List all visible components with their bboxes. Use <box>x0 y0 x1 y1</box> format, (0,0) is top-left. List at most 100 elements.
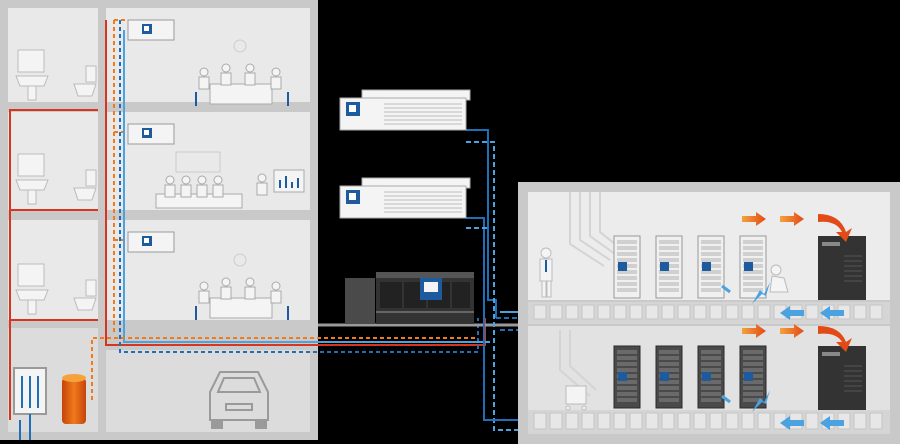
floor-tile <box>725 304 739 320</box>
hot-pipe-left-riser <box>9 109 98 420</box>
rack-slot <box>659 350 679 354</box>
floor-tile <box>629 304 643 320</box>
rack-slot <box>617 240 637 244</box>
car-icon <box>209 371 269 429</box>
rack-logo-icon <box>702 262 711 271</box>
floor-tile <box>677 304 691 320</box>
person-d-body <box>270 290 282 304</box>
cool-air-arrow <box>780 306 804 320</box>
garage <box>106 350 310 432</box>
server-rack-5 <box>613 345 641 409</box>
rack-slot <box>659 252 679 256</box>
rack-slot <box>701 362 721 366</box>
floor-tile <box>869 304 883 320</box>
floor-tile <box>533 304 547 320</box>
floor-tile <box>741 412 755 430</box>
floor-tile <box>597 304 611 320</box>
floor-tile <box>661 412 675 430</box>
floor-tile <box>741 304 755 320</box>
bathroom-set-3 <box>15 263 97 315</box>
server-rack-4 <box>739 235 767 299</box>
rack-slot <box>743 380 763 384</box>
person-b-head <box>221 277 231 287</box>
rack-slot <box>617 252 637 256</box>
rack-slot <box>617 356 637 360</box>
rack-slot <box>701 246 721 250</box>
hot-air-return-arrow <box>818 214 852 242</box>
modular-chiller <box>345 272 474 324</box>
cool-air-arrow <box>820 416 844 430</box>
toilet-tank-icon <box>85 65 97 83</box>
wall-clock-icon <box>233 253 247 267</box>
rack-slot <box>659 288 679 292</box>
mirror-icon <box>17 153 45 177</box>
technician-icon <box>539 247 553 298</box>
rack-slot <box>701 392 721 396</box>
audience-1-head <box>181 175 191 185</box>
floor-tile <box>645 304 659 320</box>
rack-slot <box>701 368 721 372</box>
hot-air-arrow <box>780 212 804 226</box>
floor-tile <box>629 412 643 430</box>
sink-stand <box>27 85 37 101</box>
cold-line-outdoor-bottom <box>466 217 520 421</box>
rack-slot <box>659 240 679 244</box>
rack-logo-icon <box>744 262 753 271</box>
unit-casing <box>339 185 467 219</box>
indoor-wall-unit-3 <box>127 231 175 253</box>
chair-legs <box>195 92 289 106</box>
rack-slot <box>659 362 679 366</box>
rack-slot <box>743 350 763 354</box>
rack-slot <box>743 246 763 250</box>
bathroom-set-2 <box>15 153 97 205</box>
floor-tile <box>693 304 707 320</box>
cool-air-up-arrow <box>752 390 770 412</box>
sink-icon <box>15 179 49 191</box>
rack-logo-icon <box>660 372 669 381</box>
rack-slot <box>701 270 721 274</box>
wall-clock-icon <box>233 39 247 53</box>
outdoor-unit-2 <box>339 177 471 219</box>
audience-2-body <box>196 184 208 198</box>
rack-slot <box>617 270 637 274</box>
rack-slot <box>617 362 637 366</box>
rack-slot <box>659 276 679 280</box>
audience-1-body <box>180 184 192 198</box>
rack-slot <box>701 252 721 256</box>
floor-tile <box>805 304 819 320</box>
hot-pipe-utility <box>19 414 31 440</box>
office-building <box>0 0 318 440</box>
server-rack-6 <box>655 345 683 409</box>
crac-body <box>818 236 866 300</box>
rack-slot <box>659 282 679 286</box>
meeting-scene-1 <box>195 39 289 106</box>
rack-slot <box>701 350 721 354</box>
rack-slot <box>617 380 637 384</box>
rack-logo-icon <box>618 372 627 381</box>
floor-tile <box>597 412 611 430</box>
rack-logo-icon <box>618 262 627 271</box>
cold-pipe-riser <box>119 20 479 353</box>
mirror-icon <box>17 49 45 73</box>
rack-slot <box>659 356 679 360</box>
bathroom-set-1 <box>15 49 97 101</box>
kneeling-technician-icon <box>769 264 789 293</box>
rack-slot <box>659 392 679 396</box>
rack-slot <box>701 240 721 244</box>
person-d-head <box>271 281 281 291</box>
sink-icon <box>15 289 49 301</box>
person-a-body <box>198 76 210 90</box>
meeting-scene-2 <box>195 253 289 320</box>
bathroom-fixtures <box>15 49 97 315</box>
floor-tile <box>613 412 627 430</box>
audience-3-head <box>213 175 223 185</box>
person-a-head <box>199 67 209 77</box>
floor-tile <box>645 412 659 430</box>
floor-tile <box>581 412 595 430</box>
rack-slot <box>659 398 679 402</box>
meeting-table <box>209 297 273 319</box>
unit-casing <box>339 97 467 131</box>
rack-slot <box>701 288 721 292</box>
airflow-arrows <box>721 212 852 430</box>
